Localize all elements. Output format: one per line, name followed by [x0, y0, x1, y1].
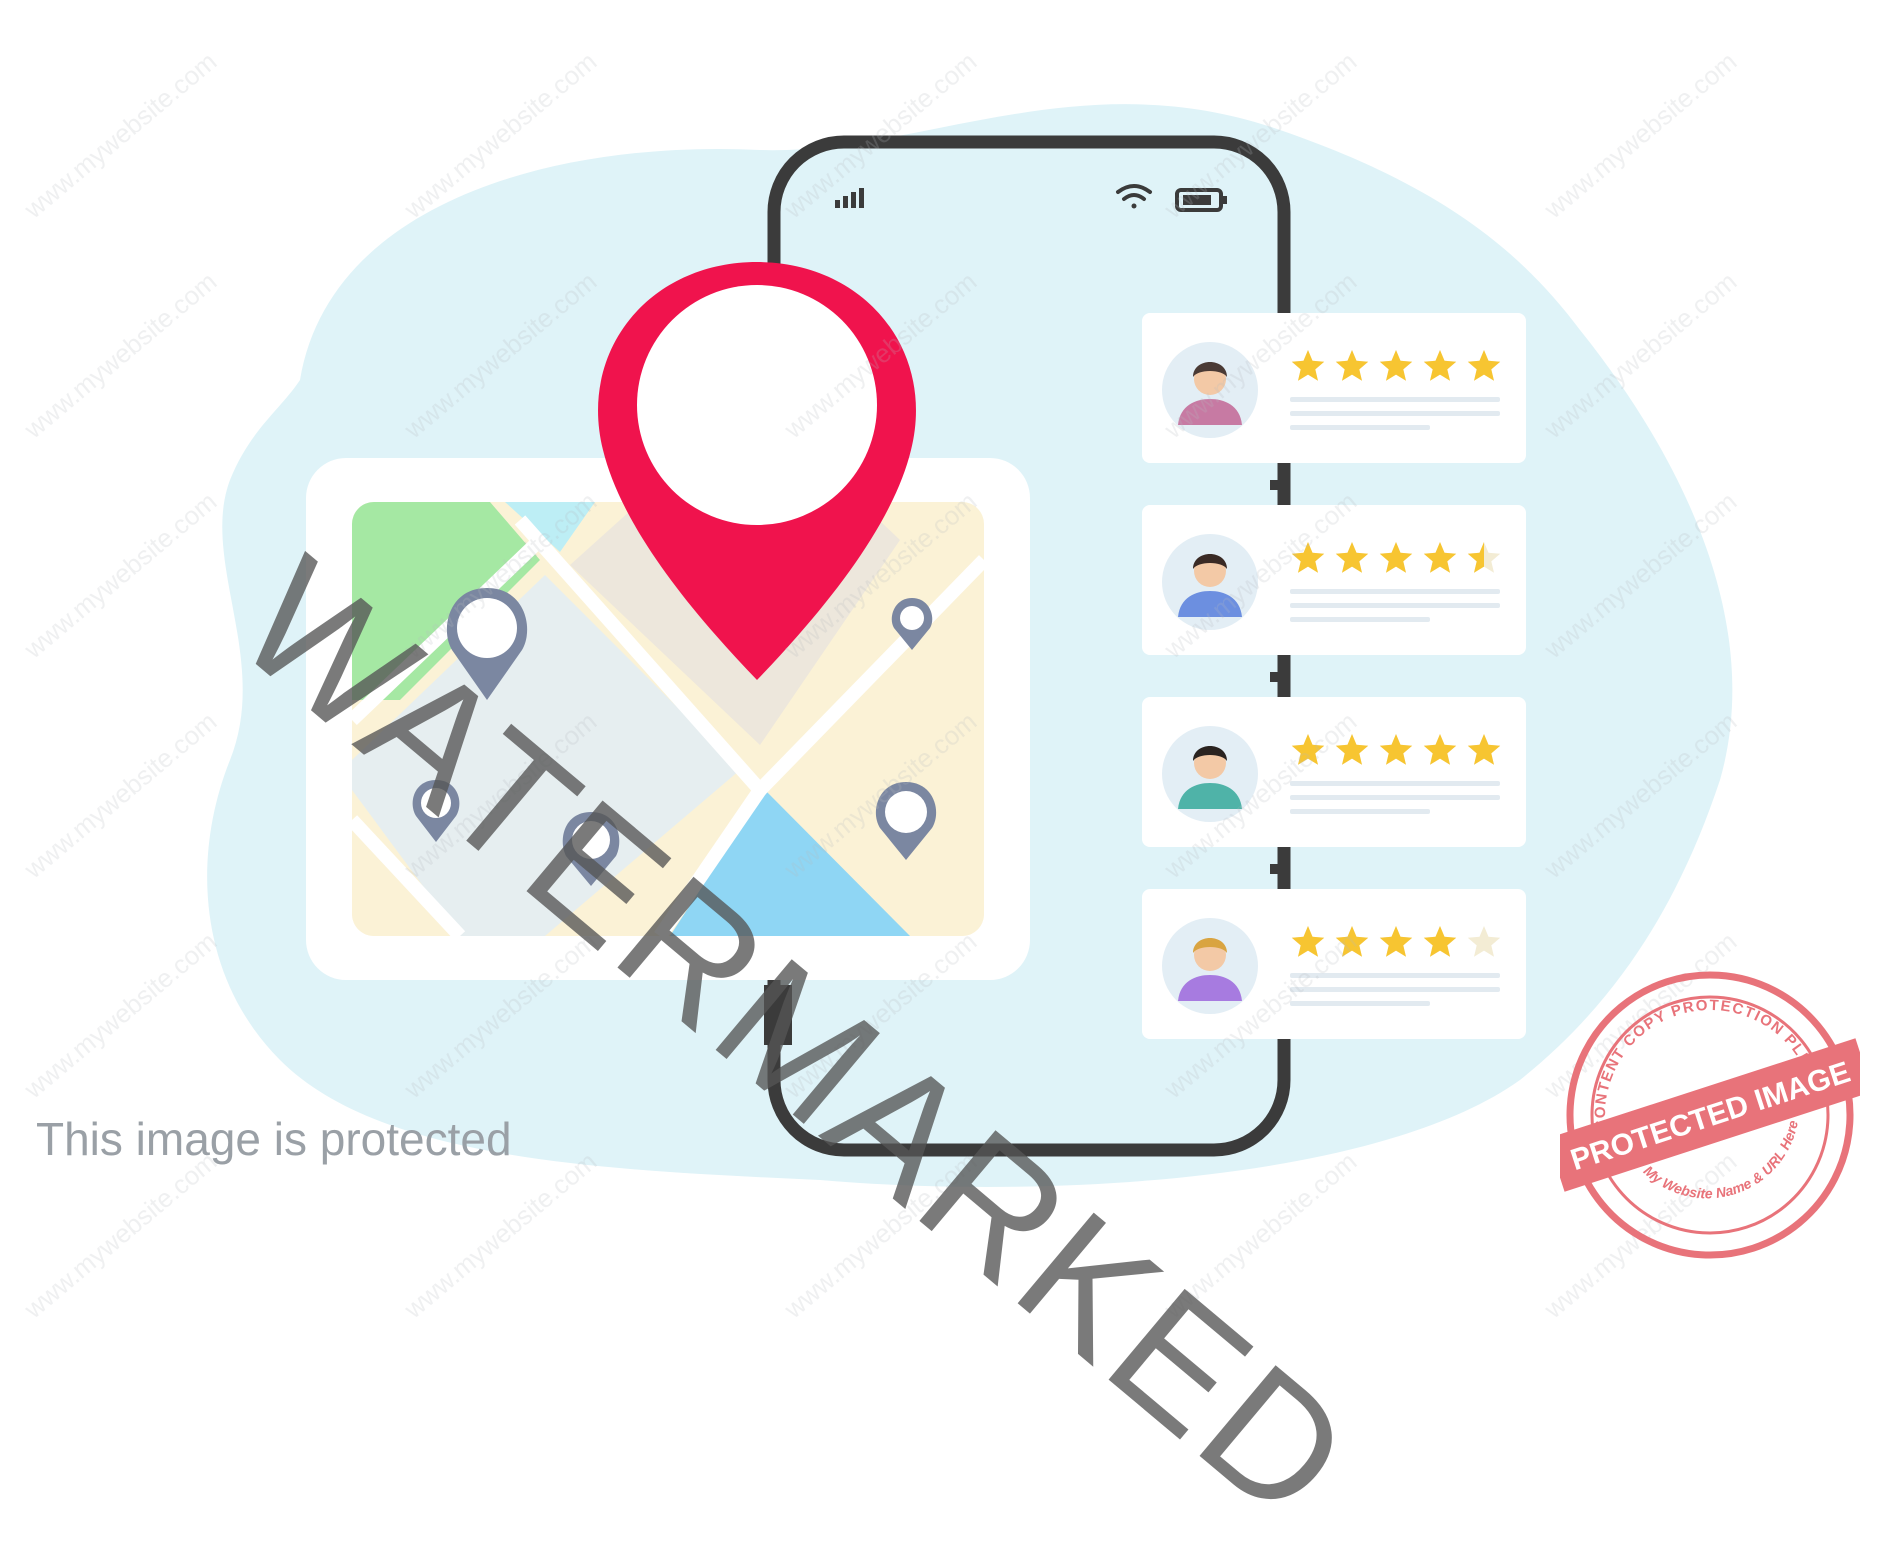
star-icon	[1467, 542, 1484, 573]
woman-avatar	[1162, 342, 1258, 438]
star-rating	[1291, 734, 1501, 765]
review-card	[1142, 505, 1526, 655]
man-avatar	[1162, 534, 1258, 630]
star-icon	[1423, 542, 1457, 573]
star-icon	[1291, 734, 1325, 765]
star-icon	[1467, 926, 1501, 957]
map-pin-icon	[562, 812, 620, 886]
map-pin-icon	[412, 780, 460, 842]
review-card	[1142, 697, 1526, 847]
star-icon	[1335, 350, 1369, 381]
star-icon	[1335, 926, 1369, 957]
star-icon	[1291, 926, 1325, 957]
location-pin-icon	[598, 262, 916, 680]
star-icon	[1379, 542, 1413, 573]
person-avatar	[1162, 726, 1258, 822]
review-text-lines	[1290, 589, 1500, 622]
star-icon	[1335, 542, 1369, 573]
review-card	[1142, 313, 1526, 463]
star-icon	[1467, 734, 1501, 765]
map-park-area	[352, 502, 540, 700]
star-icon	[1291, 542, 1325, 573]
map-pin-icon	[891, 598, 933, 650]
star-icon	[1335, 734, 1369, 765]
star-icon	[1423, 350, 1457, 381]
review-text-lines	[1290, 973, 1500, 1006]
map-water-area-top	[505, 502, 595, 552]
reviews-list	[1142, 313, 1526, 1039]
star-rating	[1291, 542, 1501, 573]
signal-icon	[835, 188, 864, 208]
wifi-icon	[1116, 184, 1152, 209]
map-block-right	[775, 650, 984, 936]
star-icon	[1467, 350, 1501, 381]
map-block-large	[352, 575, 740, 936]
star-icon	[1379, 926, 1413, 957]
protected-image-stamp: WP CONTENT COPY PROTECTION PLUGIN My Web…	[1560, 965, 1860, 1259]
map-card	[306, 458, 1030, 980]
review-card	[1142, 889, 1526, 1039]
star-icon	[1423, 926, 1457, 957]
map-block-cream-left	[352, 830, 445, 936]
star-icon	[1291, 350, 1325, 381]
review-text-lines	[1290, 397, 1500, 430]
map-lake	[670, 790, 910, 936]
person-avatar	[1162, 918, 1258, 1014]
star-icon	[1423, 734, 1457, 765]
map-pin-icon	[875, 782, 937, 860]
star-icon	[1379, 734, 1413, 765]
star-rating	[1291, 350, 1501, 381]
protected-caption: This image is protected	[36, 1113, 512, 1165]
battery-icon	[1175, 188, 1227, 212]
star-rating	[1291, 926, 1501, 957]
star-icon	[1379, 350, 1413, 381]
map-pin-icon	[446, 588, 528, 700]
review-text-lines	[1290, 781, 1500, 814]
illustration	[207, 104, 1733, 1187]
